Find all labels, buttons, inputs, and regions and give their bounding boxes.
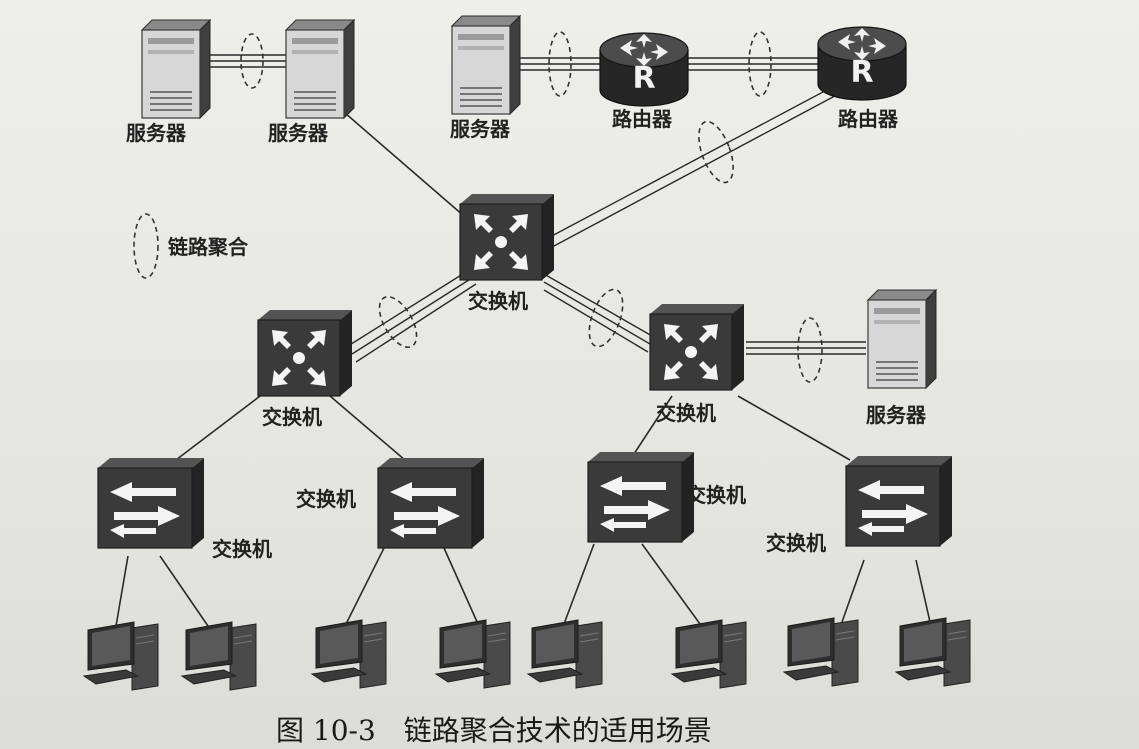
pc-icon xyxy=(671,619,747,689)
access-switch-2 xyxy=(377,457,485,549)
layer2-switch-icon xyxy=(377,457,485,549)
server-icon xyxy=(141,19,211,119)
dashed-ellipse-icon xyxy=(797,317,823,383)
pc-8 xyxy=(895,617,971,687)
aggregation-rings xyxy=(240,31,823,383)
distribution-switch-left-label: 交换机 xyxy=(262,405,322,429)
layer2-switch-icon xyxy=(97,457,205,549)
access-switch-1 xyxy=(97,457,205,549)
pc-icon xyxy=(83,621,159,691)
pc-icon xyxy=(311,619,387,689)
server-3-label: 服务器 xyxy=(450,117,511,141)
pc-icon xyxy=(181,621,257,691)
access-switch-3 xyxy=(587,451,695,543)
dashed-ellipse-icon xyxy=(588,288,624,348)
router-glyph: R xyxy=(632,61,655,96)
device-labels: 服务器 服务器 服务器 路由器 路由器 交换机 交换机 交换机 服务器 交换机 … xyxy=(126,107,927,561)
server-2 xyxy=(285,19,355,119)
router-1-label: 路由器 xyxy=(612,107,673,131)
pc-icon xyxy=(783,617,859,687)
core-switch xyxy=(459,193,555,281)
server-4-label: 服务器 xyxy=(866,403,927,427)
dashed-ellipse-icon xyxy=(698,120,734,184)
dashed-ellipse-icon xyxy=(133,213,159,279)
pc-6 xyxy=(671,619,747,689)
server-1-label: 服务器 xyxy=(126,121,187,145)
pc-icon xyxy=(895,617,971,687)
pc-icon xyxy=(527,619,603,689)
server-icon xyxy=(867,289,937,389)
pc-7 xyxy=(783,617,859,687)
core-switch-label: 交换机 xyxy=(468,289,528,313)
legend: 链路聚合 xyxy=(133,213,249,279)
server-4 xyxy=(867,289,937,389)
pc-icon xyxy=(435,619,511,689)
pc-5 xyxy=(527,619,603,689)
access-switch-4-label: 交换机 xyxy=(766,531,826,555)
access-switch-3-label: 交换机 xyxy=(686,483,746,507)
figure-caption: 图 10-3 链路聚合技术的适用场景 xyxy=(276,714,712,747)
router-1: R xyxy=(599,32,689,107)
layer3-switch-icon xyxy=(649,303,745,391)
access-switch-1-label: 交换机 xyxy=(212,537,272,561)
router-2: R xyxy=(817,26,907,101)
router-2-label: 路由器 xyxy=(838,107,899,131)
dashed-ellipse-icon xyxy=(748,31,772,97)
router-glyph: R xyxy=(850,55,873,90)
pc-3 xyxy=(311,619,387,689)
layer3-switch-icon xyxy=(459,193,555,281)
dashed-ellipse-icon xyxy=(548,31,572,97)
pc-1 xyxy=(83,621,159,691)
distribution-switch-right xyxy=(649,303,745,391)
pc-4 xyxy=(435,619,511,689)
distribution-switch-right-label: 交换机 xyxy=(656,401,716,425)
legend-label: 链路聚合 xyxy=(168,235,249,259)
server-icon xyxy=(451,15,521,115)
distribution-switch-left xyxy=(257,309,353,397)
dashed-ellipse-icon xyxy=(378,295,418,349)
server-1 xyxy=(141,19,211,119)
layer3-switch-icon xyxy=(257,309,353,397)
pc-2 xyxy=(181,621,257,691)
access-switch-2-label: 交换机 xyxy=(296,487,356,511)
dashed-ellipse-icon xyxy=(240,33,264,89)
layer2-switch-icon xyxy=(587,451,695,543)
server-3 xyxy=(451,15,521,115)
layer2-switch-icon xyxy=(845,455,953,547)
access-switch-4 xyxy=(845,455,953,547)
server-2-label: 服务器 xyxy=(268,121,329,145)
server-icon xyxy=(285,19,355,119)
